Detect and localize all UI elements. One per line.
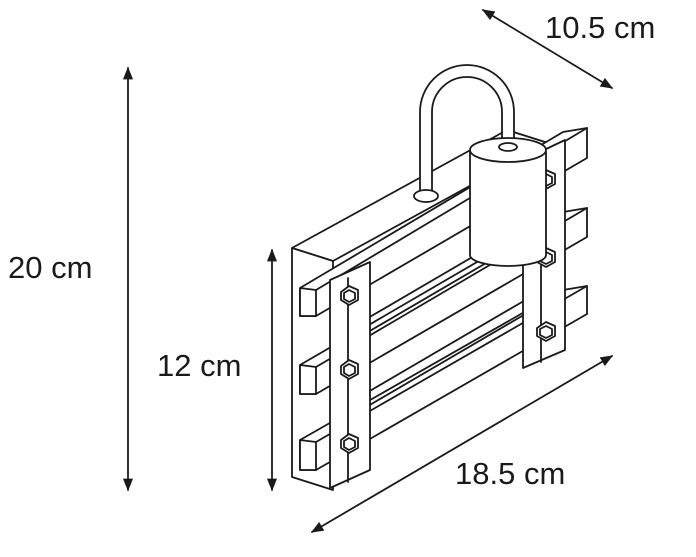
bolt-left-middle — [340, 359, 359, 380]
width-label: 18.5 cm — [455, 456, 566, 491]
bracket-height-label: 12 cm — [157, 348, 242, 383]
bolt-left-bottom — [340, 433, 359, 454]
depth-dimension-line — [481, 9, 614, 89]
width-dimension-line — [310, 355, 614, 533]
bolt-left-top — [340, 285, 359, 306]
lamp-socket — [469, 137, 547, 267]
depth-label: 10.5 cm — [545, 10, 656, 45]
bolt-right-bottom — [536, 321, 556, 342]
height-label: 20 cm — [8, 250, 93, 285]
gooseneck-arm — [413, 64, 515, 203]
